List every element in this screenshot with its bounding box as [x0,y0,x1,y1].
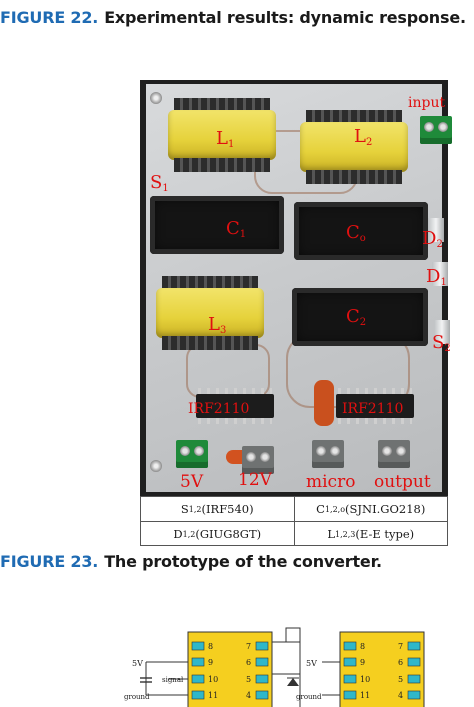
mount-bolt [150,92,162,104]
driver-ic-right [336,388,414,424]
diode-symbol [287,678,299,686]
chip-pin-number: 4 [246,691,251,700]
inductor-l1 [168,98,276,172]
label-l3: L3 [208,314,227,336]
mount-bolt [150,460,162,472]
chip-pin-number: 7 [398,642,403,651]
label-output: output [374,472,431,492]
chip-pin-pad [407,641,421,651]
chip-pin-number: 10 [208,675,218,684]
label-ground-left: ground [124,693,150,701]
label-s2: S2 [432,332,451,354]
switch-s2-heatsink [434,320,450,344]
chip-pin-pad [407,674,421,684]
capacitor-co [294,202,428,260]
schematic-diagram: 8 9 10 11 7 6 5 4 8 9 10 11 7 6 5 4 5V signal ground 5V… [124,627,425,707]
terminal-micro [312,440,344,468]
label-input: input [408,95,446,111]
chip-pin-pad [343,641,357,651]
label-ground-right: ground [296,693,322,701]
chip-pin-number: 4 [398,691,403,700]
diode-d1-heatsink [432,262,448,286]
label-ic-right: IRF2110 [342,401,404,417]
chip-pin-pad [343,674,357,684]
chip-pin-pad [343,657,357,667]
chip-pin-pad [407,690,421,700]
terminal-5v [176,440,208,468]
driver-ic-left [196,388,274,424]
chip-pin-pad [191,690,205,700]
label-c1: C1 [226,218,247,240]
chip-pin-number: 6 [246,658,251,667]
label-5v-left: 5V [132,659,143,668]
label-micro: micro [306,472,356,492]
figure-22-text: Experimental results: dynamic response. [104,8,466,27]
input-terminal [420,116,452,144]
chip-pin-pad [191,674,205,684]
figure-22-caption: FIGURE 22. Experimental results: dynamic … [0,8,466,27]
chip-pin-number: 7 [246,642,251,651]
label-c2: C2 [346,306,367,328]
chip-pin-pad [407,657,421,667]
chip-pin-pad [255,641,269,651]
chip-pin-pad [191,641,205,651]
figure-23-text: The prototype of the converter. [104,552,382,571]
chip-pin-number: 6 [398,658,403,667]
label-12v: 12V [238,470,272,490]
chip-pin-pad [255,690,269,700]
figure-23-number: FIGURE 23. [0,552,99,571]
film-capacitor [314,380,334,426]
chip-pin-pad [343,690,357,700]
diode-d2-heatsink [428,218,444,242]
chip-pin-number: 10 [360,675,370,684]
terminal-output [378,440,410,468]
label-5v: 5V [180,472,204,492]
figure-22-number: FIGURE 22. [0,8,99,27]
label-ic-left: IRF2110 [188,401,250,417]
label-l1: L1 [216,128,235,150]
prototype-photo: L1 L2 L3 S1 S2 C1 Co C2 D2 D1 input IRF2… [140,80,452,496]
chip-pin-number: 5 [398,675,403,684]
chip-pin-number: 8 [208,642,213,651]
chip-pin-number: 8 [360,642,365,651]
capacitor-c2 [292,288,428,346]
label-l2: L2 [354,126,373,148]
pcb-board: L1 L2 L3 S1 S2 C1 Co C2 D2 D1 input IRF2… [146,84,452,492]
chip-pin-number: 5 [246,675,251,684]
label-signal: signal [162,676,184,684]
terminal-12v [242,446,274,474]
label-d1: D1 [426,266,447,288]
inductor-l2 [300,110,408,184]
label-co: Co [346,222,366,244]
chip-pin-number: 9 [360,658,365,667]
capacitor-c1 [150,196,284,254]
label-d2: D2 [422,228,443,250]
chip-pin-number: 9 [208,658,213,667]
chip-pin-pad [255,674,269,684]
figure-23-caption: FIGURE 23. The prototype of the converter… [0,552,382,571]
inductor-l3 [156,276,264,350]
chip-pin-pad [191,657,205,667]
mosfet-symbol [285,627,301,643]
label-5v-right: 5V [306,659,317,668]
chip-pin-number: 11 [208,691,218,700]
chip-pin-pad [255,657,269,667]
label-s1: S1 [150,172,169,194]
chip-pin-number: 11 [360,691,370,700]
